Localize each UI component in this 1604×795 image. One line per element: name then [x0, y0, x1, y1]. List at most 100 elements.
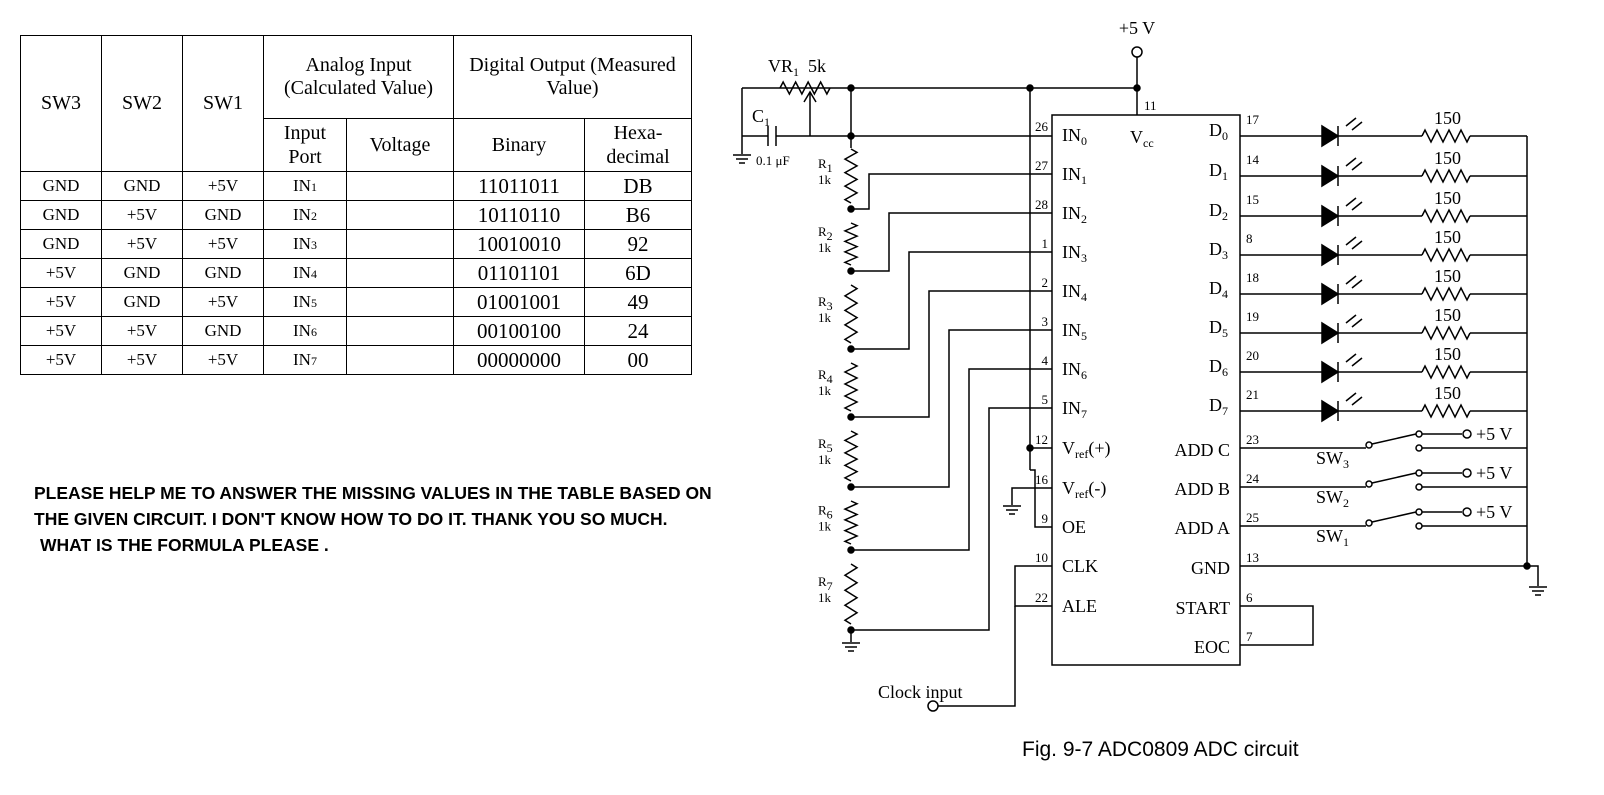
- header-sw2: SW2: [101, 35, 183, 172]
- vr1-value-label: 5k: [808, 56, 826, 76]
- pin-name-vref: Vref(-): [1062, 478, 1106, 501]
- pin-name-gnd: GND: [1191, 558, 1230, 578]
- pin-name-add-c: ADD C: [1174, 440, 1230, 460]
- junction-dot: [1133, 84, 1141, 92]
- cell-port: IN3: [263, 229, 347, 259]
- oe-wire: [1030, 469, 1052, 528]
- switch-label-sw3: SW3: [1316, 448, 1349, 471]
- question-text: PLEASE HELP ME TO ANSWER THE MISSING VAL…: [34, 480, 774, 558]
- switch-supply-label: +5 V: [1476, 424, 1512, 444]
- led-icon: [1321, 399, 1340, 423]
- junction-dot: [847, 413, 855, 421]
- led-icon: [1321, 204, 1340, 228]
- start-eoc-wire: [1240, 605, 1314, 646]
- pin-name-in6: IN6: [1062, 359, 1087, 382]
- cell-sw2: GND: [101, 171, 183, 201]
- switch-blade: [1371, 433, 1417, 445]
- resistor-150-label: 150: [1434, 188, 1461, 208]
- ground-icon: [1529, 586, 1547, 596]
- resistor-r5: [843, 430, 859, 482]
- switch-blade: [1371, 511, 1417, 523]
- cell-sw1: +5V: [182, 229, 264, 259]
- pin-number-right: 6: [1246, 590, 1253, 605]
- pin-number-left: 22: [1035, 590, 1048, 605]
- cell-voltage: [346, 287, 454, 317]
- adc0809-chip: [1051, 114, 1241, 666]
- gnd-pin-wire: [1240, 565, 1539, 586]
- pin-name-ale: ALE: [1062, 596, 1097, 616]
- cell-port: IN1: [263, 171, 347, 201]
- resistor-label-r5: R5: [818, 436, 833, 455]
- cell-binary: 10010010: [453, 229, 585, 259]
- in6-tap-wire: [851, 368, 1052, 551]
- switch-contact-5v: [1415, 430, 1423, 438]
- resistor-value-r5: 1k: [818, 452, 832, 467]
- switch-supply-label: +5 V: [1476, 502, 1512, 522]
- cell-binary: 10110110: [453, 200, 585, 230]
- resistor-150-label: 150: [1434, 108, 1461, 128]
- pin-name-eoc: EOC: [1194, 637, 1230, 657]
- switch-supply-label: +5 V: [1476, 463, 1512, 483]
- pin-name-in5: IN5: [1062, 320, 1087, 343]
- resistor-label-r4: R4: [818, 367, 833, 386]
- junction-dot: [1026, 444, 1034, 452]
- pin-number-left: 1: [1042, 236, 1049, 251]
- in1-tap-wire: [851, 173, 1052, 210]
- cell-sw2: +5V: [101, 229, 183, 259]
- resistor-value-r4: 1k: [818, 383, 832, 398]
- pin-name-vref: Vref(+): [1062, 438, 1110, 461]
- header-binary: Binary: [453, 118, 585, 172]
- cell-sw1: GND: [182, 258, 264, 288]
- pin-number-left: 2: [1042, 275, 1049, 290]
- light-arrow-icon: [1351, 121, 1363, 131]
- switch-supply-terminal: [1462, 429, 1472, 439]
- cell-sw3: +5V: [20, 345, 102, 375]
- header-hexadecimal: Hexa-decimal: [584, 118, 692, 172]
- pin-number-right: 14: [1246, 152, 1260, 167]
- pin-name-clk: CLK: [1062, 556, 1098, 576]
- resistor-value-r3: 1k: [818, 310, 832, 325]
- vref-minus-wire: [1011, 487, 1052, 505]
- led-icon: [1321, 243, 1340, 267]
- pin-vcc-label: Vcc: [1130, 127, 1154, 150]
- cell-hex: 49: [584, 287, 692, 317]
- pin-number-left: 16: [1035, 472, 1049, 487]
- pin-number-right: 13: [1246, 550, 1259, 565]
- resistor-value-r1: 1k: [818, 172, 832, 187]
- question-line: WHAT IS THE FORMULA PLEASE .: [40, 535, 329, 555]
- pin-number-right: 18: [1246, 270, 1259, 285]
- pin-name-in2: IN2: [1062, 203, 1087, 226]
- switch-contact-gnd: [1415, 522, 1423, 530]
- resistor-150: [1421, 128, 1471, 144]
- switch-contact-gnd: [1415, 444, 1423, 452]
- c1-value: 0.1 μF: [756, 153, 790, 168]
- pin-name-in1: IN1: [1062, 164, 1087, 187]
- pin-name-in4: IN4: [1062, 281, 1087, 304]
- pin-number-11: 11: [1144, 98, 1157, 113]
- resistor-150-label: 150: [1434, 148, 1461, 168]
- switch-contact-5v: [1415, 469, 1423, 477]
- pin-number-left: 9: [1042, 511, 1049, 526]
- pin-number-right: 7: [1246, 629, 1253, 644]
- pin-number-left: 5: [1042, 392, 1049, 407]
- cell-binary: 00100100: [453, 316, 585, 346]
- light-arrow-icon: [1345, 157, 1357, 167]
- switch-label-sw1: SW1: [1316, 526, 1349, 549]
- supply-label: +5 V: [1119, 18, 1155, 38]
- light-arrow-icon: [1351, 161, 1363, 171]
- cell-sw2: GND: [101, 287, 183, 317]
- resistor-150: [1421, 208, 1471, 224]
- junction-dot: [1523, 562, 1531, 570]
- light-arrow-icon: [1345, 353, 1357, 363]
- pin-number-right: 19: [1246, 309, 1259, 324]
- pin-number-right: 17: [1246, 112, 1260, 127]
- cell-sw3: +5V: [20, 287, 102, 317]
- light-arrow-icon: [1345, 275, 1357, 285]
- clock-input-label: Clock input: [878, 682, 963, 702]
- resistor-150-label: 150: [1434, 266, 1461, 286]
- cell-binary: 11011011: [453, 171, 585, 201]
- resistor-value-r2: 1k: [818, 240, 832, 255]
